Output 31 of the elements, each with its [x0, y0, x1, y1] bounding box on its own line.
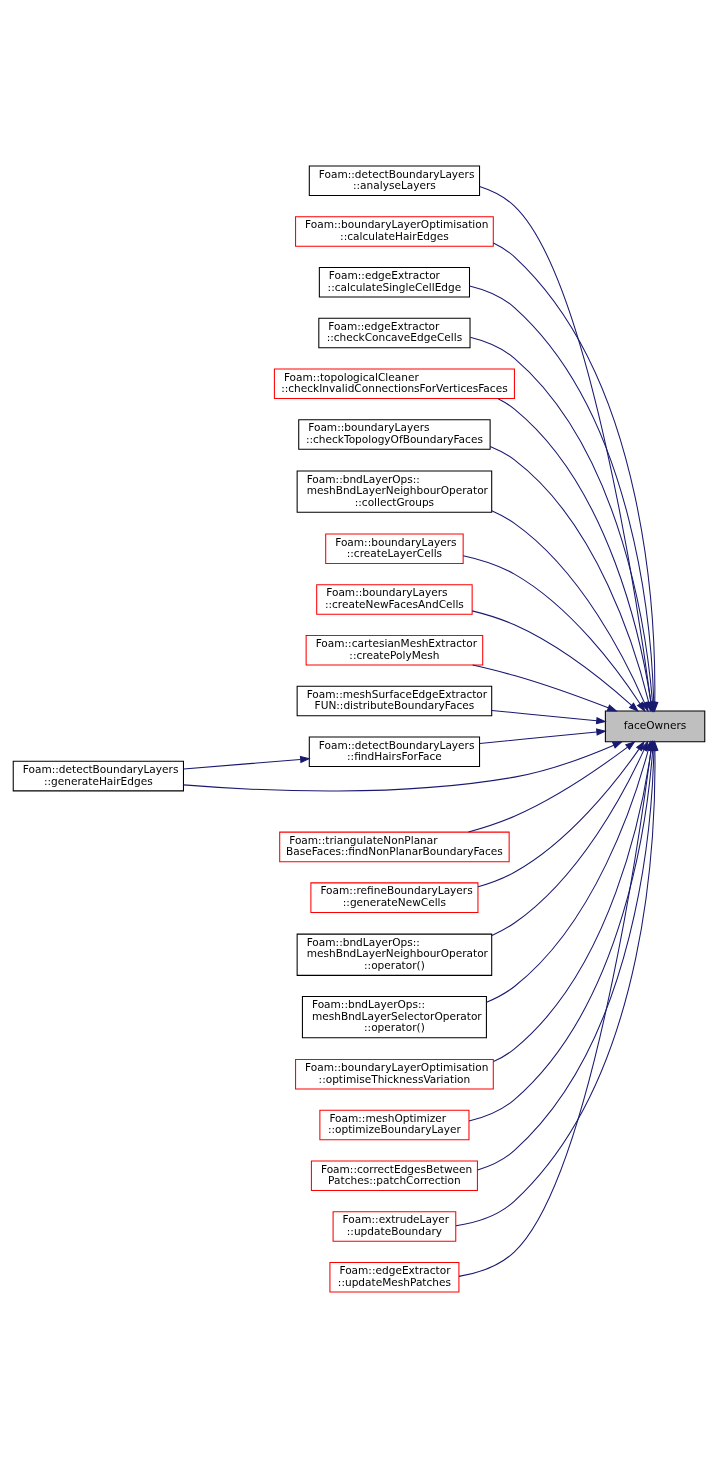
arrow — [462, 554, 646, 712]
node-box: Foam::cartesianMeshExtractor ::createPolyMesh — [305, 634, 483, 666]
node-box: Foam::boundaryLayers ::createNewFacesAndCells — [315, 583, 473, 615]
node-box: Foam::boundaryLayers ::checkTopologyOfBoundaryFaces — [297, 418, 491, 450]
node-box: Foam::detectBoundaryLayers ::findHairsForFace — [308, 735, 480, 767]
node-box: faceOwners — [604, 710, 705, 742]
node-box: Foam::correctEdgesBetween Patches::patchCorrection — [310, 1159, 478, 1191]
node-box: Foam::detectBoundaryLayers ::analyseLayers — [308, 164, 480, 196]
arrow — [467, 740, 636, 833]
node-box: Foam::bndLayerOps:: meshBndLayerNeighbourOperator ::collectGroups — [296, 469, 492, 513]
node-box: Foam::edgeExtractor ::updateMeshPatches — [328, 1261, 459, 1293]
node-box: Foam::boundaryLayerOptimisation ::calculateHairEdges — [294, 215, 494, 247]
arrow — [478, 727, 607, 744]
node-box: Foam::topologicalCleaner ::checkInvalidConnectionsForVerticesFaces — [273, 367, 515, 399]
arrow — [182, 755, 311, 770]
node-box: Foam::boundaryLayers ::createLayerCells — [324, 532, 464, 564]
arrow — [471, 664, 618, 712]
node-box: Foam::bndLayerOps:: meshBndLayerNeighbourOperator ::operator() — [296, 933, 492, 976]
arrow — [182, 740, 623, 792]
arrow — [490, 709, 607, 724]
node-box: Foam::edgeExtractor ::checkConcaveEdgeCells — [317, 317, 471, 348]
node-box: Foam::detectBoundaryLayers ::generateHairEdges — [12, 760, 184, 791]
node-box: Foam::edgeExtractor ::calculateSingleCellEdge — [318, 266, 470, 298]
arrow — [471, 609, 639, 712]
node-box: Foam::meshOptimizer ::optimizeBoundaryLayer — [318, 1109, 469, 1140]
node-box: Foam::boundaryLayerOptimisation ::optimiseThicknessVariation — [294, 1058, 494, 1090]
node-box: Foam::refineBoundaryLayers ::generateNewCells — [309, 881, 478, 913]
node-box: Foam::bndLayerOps:: meshBndLayerSelectorOperator ::operator() — [301, 995, 487, 1038]
node-box: Foam::triangulateNonPlanar BaseFaces::findNonPlanarBoundaryFaces — [278, 831, 510, 862]
node-box: Foam::extrudeLayer ::updateBoundary — [332, 1210, 456, 1242]
node-box: Foam::meshSurfaceEdgeExtractor FUN::distributeBoundaryFaces — [296, 685, 492, 716]
